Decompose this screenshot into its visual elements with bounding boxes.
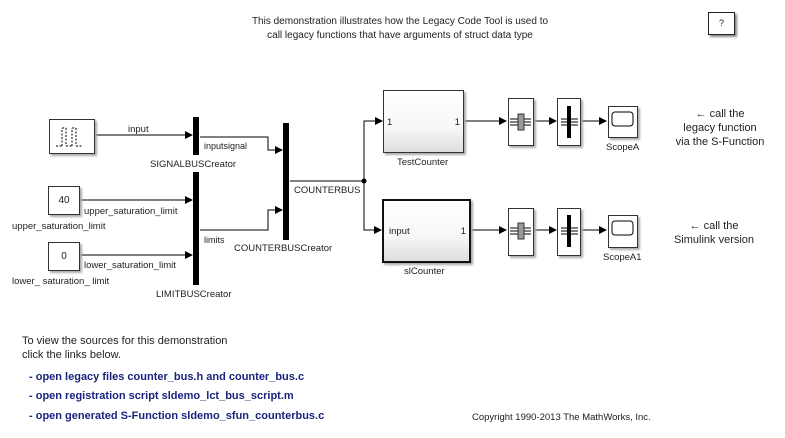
scope-a1-label: ScopeA1 xyxy=(603,252,642,263)
counterbus-creator-block[interactable] xyxy=(283,123,289,240)
wire-branch-top xyxy=(363,117,383,181)
info-line-1: To view the sources for this demonstrati… xyxy=(22,335,228,347)
wire-limits xyxy=(200,206,283,231)
sl-counter-in-port: input xyxy=(389,226,410,237)
signal-builder-block[interactable] xyxy=(49,119,95,154)
info-line-2: click the links below. xyxy=(22,349,122,361)
note-sfunction-line: legacy function xyxy=(683,122,757,134)
test-counter-out-port: 1 xyxy=(454,117,460,128)
signal-label-inputsignal: inputsignal xyxy=(204,141,248,151)
constant-lower-block[interactable]: 0 xyxy=(48,242,80,271)
demux-icon xyxy=(561,106,578,138)
description-line-1: This demonstration illustrates how the L… xyxy=(251,16,549,27)
bus-selector-b-block[interactable] xyxy=(508,208,534,256)
demux-b-block[interactable] xyxy=(557,208,581,256)
signal-label-lower: lower_saturation_limit xyxy=(84,260,176,271)
description-line-2: call legacy functions that have argument… xyxy=(267,30,533,41)
scope-icon xyxy=(611,220,634,236)
signal-label-limits: limits xyxy=(204,235,225,245)
test-counter-block[interactable]: 1 1 xyxy=(383,90,464,153)
wire-inputsignal xyxy=(200,136,283,154)
wire-branch-bottom xyxy=(363,181,382,234)
link-registration-script[interactable]: - open registration script sldemo_lct_bu… xyxy=(29,390,294,402)
signal-builder-icon xyxy=(56,127,83,147)
constant-lower-label: lower_ saturation_ limit xyxy=(12,276,110,287)
info-text: To view the sources for this demonstrati… xyxy=(22,334,227,362)
note-simulink: ← call the Simulink version xyxy=(654,219,774,247)
scope-a1-block[interactable] xyxy=(608,215,638,248)
scope-a-block[interactable] xyxy=(608,106,638,138)
link-generated-sfunction[interactable]: - open generated S-Function sldemo_sfun_… xyxy=(29,410,325,422)
demux-a-block[interactable] xyxy=(557,98,581,146)
limit-bus-creator-block[interactable] xyxy=(193,172,199,285)
sl-counter-block[interactable]: input 1 xyxy=(382,199,471,263)
bus-selector-icon xyxy=(510,222,531,240)
branch-point xyxy=(361,178,367,184)
note-simulink-line: ← call the xyxy=(689,220,739,232)
signal-label-counterbus: COUNTERBUS xyxy=(294,185,361,196)
limit-bus-creator-label: LIMITBUSCreator xyxy=(156,289,232,300)
note-simulink-line: Simulink version xyxy=(673,234,755,246)
test-counter-label: TestCounter xyxy=(397,157,449,168)
signal-label-upper: upper_saturation_limit xyxy=(84,206,178,217)
constant-upper-label: upper_saturation_limit xyxy=(12,221,106,232)
bus-selector-a-block[interactable] xyxy=(508,98,534,146)
sl-counter-label: slCounter xyxy=(404,266,445,277)
counterbus-creator-label: COUNTERBUSCreator xyxy=(234,243,333,254)
scope-icon xyxy=(611,111,634,127)
constant-upper-block[interactable]: 40 xyxy=(48,186,80,215)
note-sfunction-line: via the S-Function xyxy=(675,136,765,148)
copyright-text: Copyright 1990-2013 The MathWorks, Inc. xyxy=(472,412,651,423)
signal-bus-creator-block[interactable] xyxy=(193,117,199,155)
description-text: This demonstration illustrates how the L… xyxy=(250,15,550,43)
link-legacy-files[interactable]: - open legacy files counter_bus.h and co… xyxy=(29,371,305,383)
demux-icon xyxy=(561,215,578,247)
sl-counter-out-port: 1 xyxy=(460,226,466,237)
help-button[interactable]: ? xyxy=(708,12,735,35)
test-counter-in-port: 1 xyxy=(387,117,393,128)
signal-label-input: input xyxy=(128,124,149,135)
scope-a-label: ScopeA xyxy=(606,142,640,153)
note-sfunction-line: ← call the xyxy=(695,108,745,120)
bus-selector-icon xyxy=(510,113,531,131)
note-sfunction: ← call the legacy function via the S-Fun… xyxy=(660,107,780,149)
signal-bus-creator-label: SIGNALBUSCreator xyxy=(150,159,237,170)
